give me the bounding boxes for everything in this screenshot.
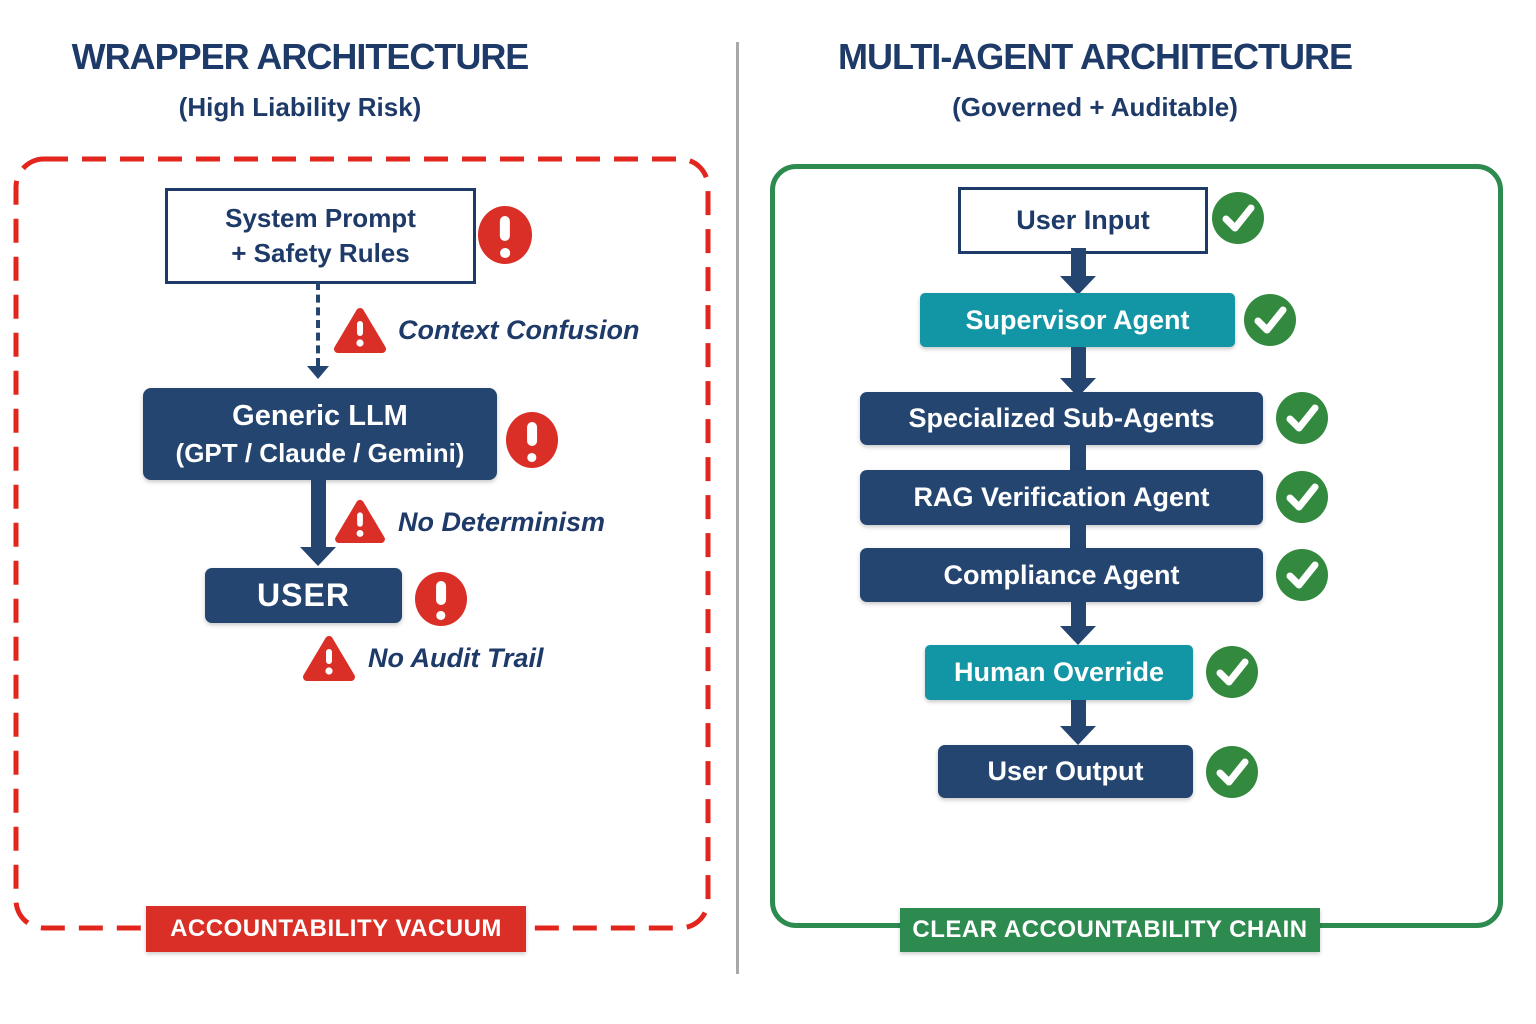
check-circle-icon — [1276, 549, 1328, 601]
dotted-flow-arrow — [300, 282, 336, 379]
generic-llm-node: Generic LLM (GPT / Claude / Gemini) — [143, 388, 497, 480]
flow-arrow — [1060, 700, 1096, 745]
flow-arrow — [1060, 248, 1096, 295]
user-output-node: User Output — [938, 745, 1193, 798]
arrow-shaft — [310, 480, 326, 547]
rag-verification-agent-label: RAG Verification Agent — [913, 482, 1210, 513]
arrow-head — [1060, 276, 1096, 295]
accountability-chain-border — [770, 164, 1503, 928]
warning-triangle-icon — [335, 499, 385, 544]
rag-verification-agent-node: RAG Verification Agent — [860, 470, 1263, 525]
arrow-shaft — [1070, 248, 1086, 276]
system-prompt-line1: System Prompt — [225, 202, 416, 233]
wrapper-architecture-header: WRAPPER ARCHITECTURE (High Liability Ris… — [10, 36, 590, 123]
human-override-node: Human Override — [925, 645, 1193, 700]
multi-agent-architecture-subtitle: (Governed + Auditable) — [952, 92, 1238, 122]
user-input-node: User Input — [958, 187, 1208, 254]
exclamation-circle-icon — [415, 572, 467, 626]
user-output-label: User Output — [987, 756, 1144, 787]
specialized-sub-agents-node: Specialized Sub-Agents — [860, 392, 1263, 445]
check-circle-icon — [1206, 646, 1258, 698]
generic-llm-line1: Generic LLM — [232, 399, 408, 432]
compliance-agent-node: Compliance Agent — [860, 548, 1263, 602]
flow-connector — [1070, 524, 1086, 549]
arrow-dashed-line — [316, 282, 320, 366]
check-circle-icon — [1206, 746, 1258, 798]
exclamation-circle-icon — [478, 206, 532, 264]
system-prompt-line2: + Safety Rules — [231, 238, 410, 268]
user-input-label: User Input — [1016, 205, 1150, 236]
flow-arrow — [1060, 602, 1096, 645]
context-confusion-label: Context Confusion — [398, 315, 640, 345]
supervisor-agent-label: Supervisor Agent — [965, 304, 1190, 335]
check-circle-icon — [1212, 192, 1264, 244]
warning-triangle-icon — [303, 636, 355, 681]
arrow-head — [1060, 726, 1096, 745]
user-node: USER — [205, 568, 402, 623]
clear-accountability-chain-label: CLEAR ACCOUNTABILITY CHAIN — [912, 916, 1308, 943]
user-label: USER — [257, 576, 350, 613]
arrow-shaft — [1070, 347, 1086, 378]
supervisor-agent-node: Supervisor Agent — [920, 293, 1235, 347]
multi-agent-architecture-title: MULTI-AGENT ARCHITECTURE — [838, 36, 1353, 77]
generic-llm-line2: (GPT / Claude / Gemini) — [175, 438, 465, 469]
wrapper-architecture-title: WRAPPER ARCHITECTURE — [71, 36, 530, 77]
accountability-vacuum-banner: ACCOUNTABILITY VACUUM — [146, 906, 526, 952]
arrow-shaft — [1070, 700, 1086, 726]
arrow-head — [307, 366, 329, 379]
flow-arrow — [1060, 347, 1096, 397]
exclamation-circle-icon — [506, 412, 558, 468]
flow-connector — [1070, 444, 1086, 471]
accountability-vacuum-label: ACCOUNTABILITY VACUUM — [170, 915, 502, 942]
human-override-label: Human Override — [953, 657, 1165, 688]
flow-arrow — [300, 480, 336, 566]
specialized-sub-agents-label: Specialized Sub-Agents — [908, 403, 1215, 434]
arrow-head — [1060, 626, 1096, 645]
arrow-shaft — [1070, 602, 1086, 626]
panel-divider — [736, 42, 739, 974]
arrow-head — [300, 547, 336, 566]
check-circle-icon — [1276, 392, 1328, 444]
compliance-agent-label: Compliance Agent — [943, 559, 1180, 590]
warning-triangle-icon — [334, 308, 386, 353]
check-circle-icon — [1276, 471, 1328, 523]
no-determinism-label: No Determinism — [398, 507, 606, 537]
no-audit-trail-label: No Audit Trail — [368, 643, 544, 673]
wrapper-architecture-subtitle: (High Liability Risk) — [178, 92, 422, 122]
multi-agent-architecture-header: MULTI-AGENT ARCHITECTURE (Governed + Aud… — [790, 36, 1400, 123]
clear-accountability-chain-banner: CLEAR ACCOUNTABILITY CHAIN — [900, 908, 1320, 952]
system-prompt-node: System Prompt + Safety Rules — [165, 188, 476, 284]
check-circle-icon — [1244, 294, 1296, 346]
